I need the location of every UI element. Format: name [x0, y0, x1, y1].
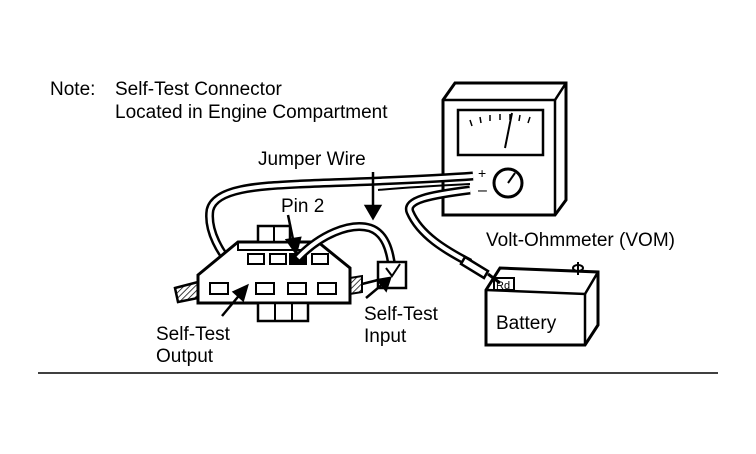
volt-ohmmeter: + –	[441, 81, 568, 217]
terminal-minus: –	[478, 182, 487, 199]
battery: Rd Battery	[484, 262, 600, 347]
self-test-output-label-2: Output	[156, 346, 214, 367]
negative-lead	[404, 185, 501, 285]
self-test-output-label-1: Self-Test	[156, 324, 231, 345]
self-test-input-label-1: Self-Test	[364, 304, 439, 325]
battery-label: Battery	[496, 313, 557, 334]
jumper-wire	[294, 222, 408, 290]
self-test-input-label-2: Input	[364, 326, 407, 347]
note-prefix: Note:	[50, 79, 95, 100]
vom-label: Volt-Ohmmeter (VOM)	[486, 230, 675, 251]
pin-2-label: Pin 2	[281, 196, 324, 217]
self-test-connector	[173, 224, 363, 323]
jumper-wire-label: Jumper Wire	[258, 149, 366, 170]
meter-needle	[504, 112, 513, 149]
note-line-2: Located in Engine Compartment	[115, 102, 388, 123]
terminal-plus: +	[478, 165, 486, 181]
note-line-1: Self-Test Connector	[115, 79, 283, 100]
leader-lines	[221, 172, 392, 317]
